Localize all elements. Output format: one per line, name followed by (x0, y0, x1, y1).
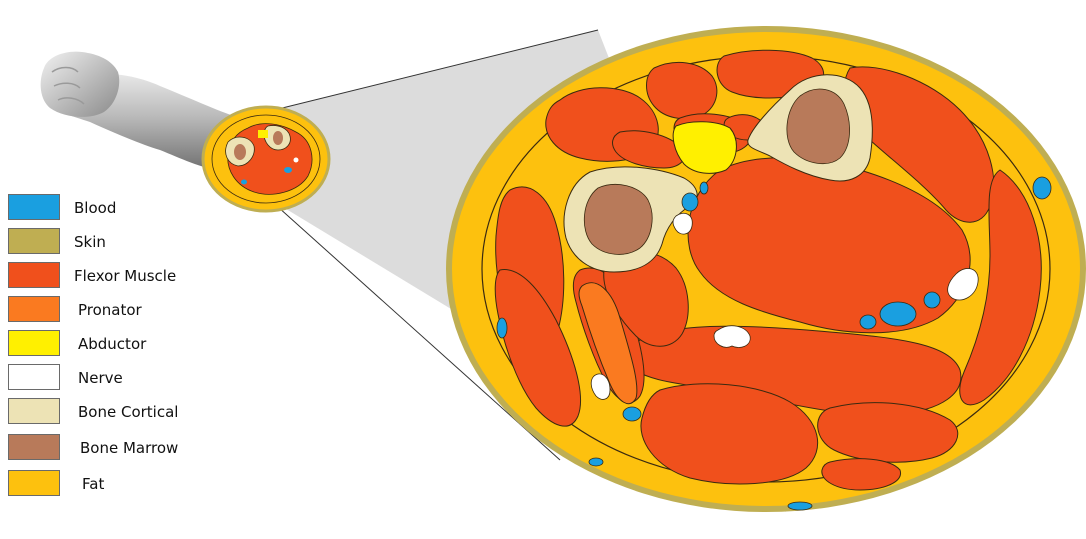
legend-swatch-skin (8, 228, 60, 254)
legend-swatch-abductor (8, 330, 60, 356)
blood-vessel (860, 315, 876, 329)
blood-vessel (880, 302, 916, 326)
legend-label-fat: Fat (82, 475, 104, 493)
legend-swatch-nerve (8, 364, 60, 390)
large-cross-section (446, 26, 1086, 512)
legend-item-fat: Fat (8, 470, 248, 500)
blood-vessel (700, 182, 708, 194)
legend-item-abductor: Abductor (8, 330, 248, 360)
legend-item-flexor-muscle: Flexor Muscle (8, 262, 248, 292)
legend-swatch-bone-cortical (8, 398, 60, 424)
legend-swatch-pronator (8, 296, 60, 322)
legend-swatch-blood (8, 194, 60, 220)
legend-item-bone-cortical: Bone Cortical (8, 398, 248, 428)
legend-label-blood: Blood (74, 199, 116, 217)
legend-label-bone-cortical: Bone Cortical (78, 403, 178, 421)
radius-bone-marrow (584, 184, 652, 254)
blood-vessel (788, 502, 812, 510)
blood-vessel (924, 292, 940, 308)
legend-item-nerve: Nerve (8, 364, 248, 394)
blood-vessel (623, 407, 641, 421)
flexor-muscle-bottom-small (822, 459, 901, 490)
legend-swatch-bone-marrow (8, 434, 60, 460)
legend-item-skin: Skin (8, 228, 248, 258)
legend-label-abductor: Abductor (78, 335, 146, 353)
legend-label-bone-marrow: Bone Marrow (80, 439, 178, 457)
ulna-bone-marrow (787, 89, 850, 164)
legend-item-pronator: Pronator (8, 296, 248, 326)
legend-swatch-fat (8, 470, 60, 496)
legend-label-nerve: Nerve (78, 369, 123, 387)
nerve (714, 326, 750, 348)
legend-label-skin: Skin (74, 233, 106, 251)
blood-vessel (682, 193, 698, 211)
legend-label-flexor-muscle: Flexor Muscle (74, 267, 176, 285)
blood-vessel (497, 318, 507, 338)
legend-label-pronator: Pronator (78, 301, 142, 319)
legend-swatch-flexor-muscle (8, 262, 60, 288)
legend-item-blood: Blood (8, 194, 248, 224)
legend-item-bone-marrow: Bone Marrow (8, 434, 248, 464)
blood-vessel (589, 458, 603, 466)
blood-vessel (1033, 177, 1051, 199)
